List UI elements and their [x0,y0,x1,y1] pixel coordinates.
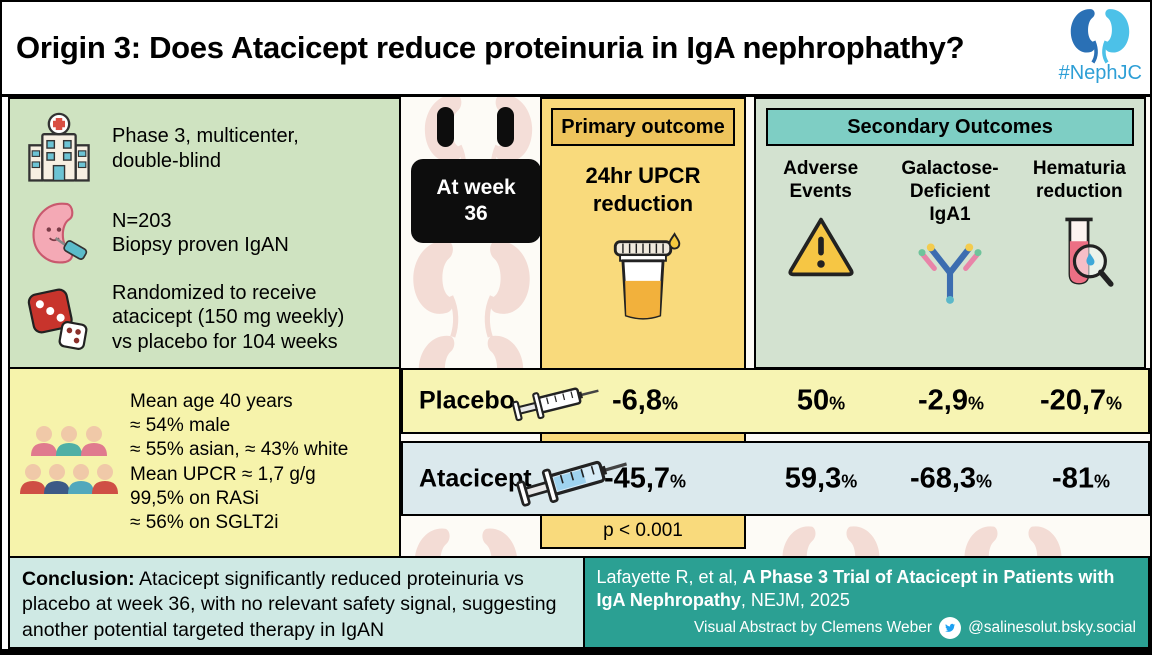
value-unit: % [829,393,846,414]
placebo-hematuria-value: -20,7% [1040,385,1122,418]
hashtag-label: #NephJC [1058,62,1142,84]
social-handle: @salinesolut.bsky.social [968,618,1136,636]
citation-panel: Lafayette R, et al, A Phase 3 Trial of A… [582,556,1150,649]
value-unit: % [670,471,687,491]
value-number: -20,7 [1039,384,1107,417]
primary-outcome-header: Primary outcome [551,108,735,146]
value-number: -81 [1052,462,1094,494]
gd-iga1-label: Galactose- Deficient IgA1 [901,158,999,225]
syringe-icon [516,460,628,507]
design-text: Phase 3, multicenter, double-blind [112,125,299,172]
test-tube-magnifier-icon [1065,217,1114,287]
kidneys-logo-icon [1071,9,1130,64]
atacicept-label: Atacicept [419,464,532,492]
value-unit: % [1106,393,1123,414]
page-title: Origin 3: Does Atacicept reduce proteinu… [16,30,965,65]
hematuria-label: Hematuria reduction [1032,158,1126,202]
secondary-columns: Adverse Events Galactose- Deficient IgA1 [756,158,1144,306]
atacicept-hematuria-value: -81% [1052,462,1110,495]
adverse-events-label: Adverse Events [783,158,859,202]
hospital-icon [18,112,100,186]
hematuria-column: Hematuria reduction [1015,158,1144,306]
placebo-label: Placebo [419,386,515,415]
atacicept-row: Atacicept -45,7% 59,3% -68,3% -81% [401,441,1150,516]
randomization-text: Randomized to receive atacicept (150 mg … [112,282,345,353]
population-row: N=203 Biopsy proven IgAN [18,199,391,267]
demographics-text: Mean age 40 years ≈ 54% male ≈ 55% asian… [130,391,349,533]
study-design-panel: Phase 3, multicenter, double-blind N=203… [8,97,401,369]
secondary-outcomes-header: Secondary Outcomes [766,108,1134,146]
citation-suffix: , NEJM, 2025 [740,590,850,611]
placebo-primary-value: -6,8% [612,385,678,418]
secondary-outcomes-panel: Secondary Outcomes Adverse Events Galact… [754,97,1146,369]
citation-prefix: Lafayette R, et al, [596,567,743,587]
credit-row: Visual Abstract by Clemens Weber @saline… [694,617,1136,639]
syringe-icon [511,387,599,422]
citation-title: A Phase 3 Trial of Atacicept in Patients… [596,567,1115,611]
calendar-icon: At week 36 [411,159,541,243]
value-unit: % [841,471,858,491]
adverse-events-column: Adverse Events [756,158,885,306]
value-number: -6,8 [612,384,662,417]
demographics-panel: Mean age 40 years ≈ 54% male ≈ 55% asian… [8,366,401,559]
value-number: -45,7 [603,462,671,494]
nephjc-logo: #NephJC [1059,4,1142,85]
placebo-gdiga1-value: -2,9% [918,385,984,418]
conclusion-panel: Conclusion: Atacicept significantly redu… [8,556,585,649]
timepoint-label: At week 36 [436,175,516,225]
kidney-biopsy-icon [18,199,100,267]
randomization-row: Randomized to receive atacicept (150 mg … [18,281,391,354]
value-unit: % [661,393,678,414]
people-icon [16,422,122,504]
value-number: 50 [796,384,830,417]
atacicept-adverse-value: 59,3% [785,462,857,495]
antibody-icon [918,243,982,305]
calendar-ring-icon [437,107,454,147]
value-unit: % [976,471,993,491]
value-number: -68,3 [909,462,977,494]
design-row: Phase 3, multicenter, double-blind [18,112,391,186]
urine-cup-icon [613,232,681,320]
bird-icon [939,617,962,639]
population-text: N=203 Biopsy proven IgAN [112,210,289,257]
placebo-adverse-value: 50% [797,385,845,418]
conclusion-text: Atacicept significantly reduced proteinu… [22,568,557,641]
calendar-ring-icon [497,107,514,147]
conclusion-label: Conclusion: [22,568,135,590]
gd-iga1-column: Galactose- Deficient IgA1 [885,158,1014,306]
value-unit: % [1093,471,1110,491]
warning-icon [788,217,854,276]
primary-measure-label: 24hr UPCR reduction [585,163,701,216]
value-number: -2,9 [918,384,968,417]
value-number: 59,3 [784,462,842,494]
atacicept-gdiga1-value: -68,3% [910,462,992,495]
value-unit: % [967,393,984,414]
header: Origin 3: Does Atacicept reduce proteinu… [2,2,1150,97]
credit-text: Visual Abstract by Clemens Weber [693,618,933,636]
dice-icon [18,283,100,353]
atacicept-primary-value: -45,7% [604,462,686,495]
p-value-label: p < 0.001 [603,520,683,541]
placebo-row: Placebo -6,8% 50% -2,9% -20,7% [401,368,1150,434]
